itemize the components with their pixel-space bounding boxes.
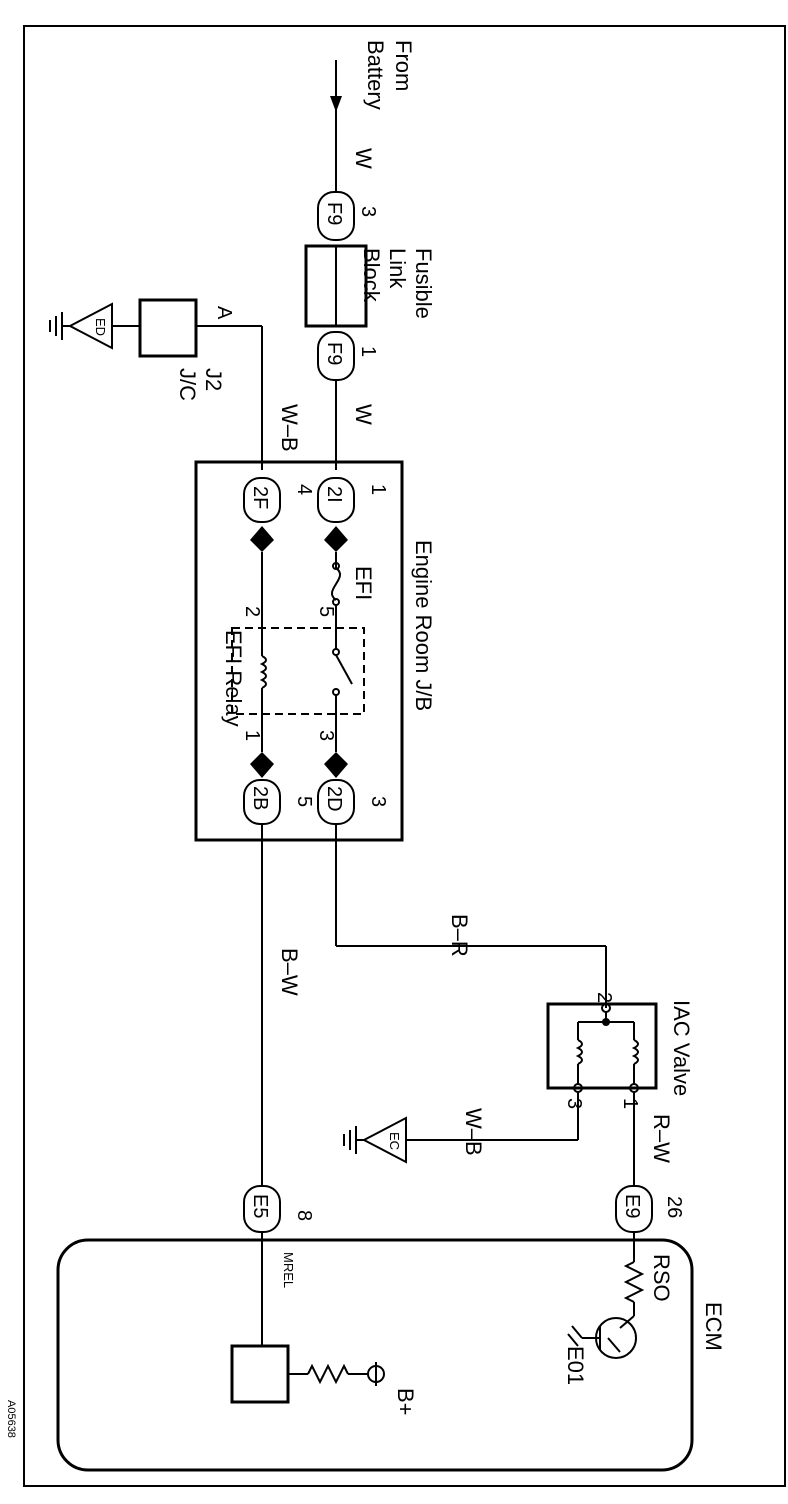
connector-2i-label: 2I: [323, 486, 345, 503]
transistor-icon: [595, 1317, 637, 1359]
chevron-2d-icon: [324, 752, 348, 778]
connector-2i: [317, 477, 355, 523]
junction-sub: J/C: [175, 368, 200, 401]
relay-coil-icon: [259, 655, 267, 689]
connector-e5-label: E5: [249, 1194, 271, 1218]
relay-pin-5: 5: [315, 606, 337, 617]
pin-f9-3: 3: [357, 206, 379, 217]
connector-2f: [243, 477, 281, 523]
wire-label-battery: W: [351, 148, 376, 169]
relay-switch-icon: [335, 654, 353, 685]
engine-room-jb: [194, 460, 404, 842]
wire-label-iac-ground: W–B: [461, 1108, 486, 1156]
pin-2d: 3: [367, 796, 389, 807]
chevron-2b-icon: [250, 752, 274, 778]
chevron-2i-icon: [324, 526, 348, 552]
connector-2d-label: 2D: [323, 786, 345, 812]
ecm-bplus-resistor-icon: [307, 1363, 349, 1385]
pin-2b: 5: [293, 796, 315, 807]
efi-fuse-label: EFI: [351, 566, 376, 600]
figure-id: A05638: [5, 1400, 17, 1438]
source-line2: Battery: [363, 40, 388, 110]
ground-ec-label: EC: [387, 1132, 402, 1150]
bplus-label: B+: [393, 1388, 418, 1416]
relay-pin-1: 1: [241, 730, 263, 741]
e01-label: E01: [563, 1346, 588, 1385]
wire-label-b-r: B–R: [447, 914, 472, 957]
ecm-relay-driver: [230, 1344, 290, 1404]
mrel-label: MREL: [281, 1252, 296, 1288]
fusible-link-line1: Fusible: [411, 248, 436, 319]
pin-e5: 8: [293, 1210, 315, 1221]
efi-fuse-icon: [330, 567, 342, 601]
pin-2f: 4: [293, 484, 315, 495]
jb-title: Engine Room J/B: [411, 540, 436, 711]
relay-label: EFI Relay: [221, 630, 246, 727]
diagram-frame: [23, 25, 786, 1487]
iac-valve: [546, 1002, 658, 1090]
iac-pin-2: 2: [593, 992, 615, 1003]
connector-f9-out-label: F9: [323, 342, 345, 365]
ecm-label: ECM: [701, 1302, 726, 1351]
junction-pin-a: A: [213, 306, 235, 320]
pin-f9-1: 1: [357, 346, 379, 357]
iac-pin-3: 3: [563, 1098, 585, 1109]
source-line1: From: [391, 40, 416, 91]
ground-ec-icon: [361, 1116, 407, 1164]
connector-2f-label: 2F: [249, 486, 271, 509]
relay-pin-3: 3: [315, 730, 337, 741]
pin-2i: 1: [367, 484, 389, 495]
fusible-link-line3: Block: [359, 248, 384, 303]
connector-2b-label: 2B: [249, 786, 271, 810]
junction-name: J2: [201, 368, 226, 391]
iac-pin-1: 1: [619, 1098, 641, 1109]
pin-e9: 26: [663, 1196, 685, 1218]
iac-coil-1-icon: [575, 1039, 583, 1065]
wire-label-r-w: R–W: [649, 1114, 674, 1163]
fusible-link-line2: Link: [385, 248, 410, 289]
rso-resistor-icon: [623, 1261, 645, 1303]
connector-f9-in: [317, 191, 355, 241]
wire-label-jc: W–B: [277, 404, 302, 452]
relay-pin-2: 2: [241, 606, 263, 617]
rso-label: RSO: [649, 1254, 674, 1302]
efi-relay: [231, 627, 365, 715]
junction-j2: [138, 298, 198, 358]
wire-label-fusible-out: W: [351, 404, 376, 425]
connector-e9-label: E9: [621, 1194, 643, 1218]
ecm: [56, 1238, 694, 1472]
iac-label: IAC Valve: [669, 1000, 694, 1096]
wire-label-b-w: B–W: [277, 948, 302, 996]
ground-ed-icon: [67, 302, 113, 350]
iac-coil-2-icon: [631, 1039, 639, 1065]
connector-f9-in-label: F9: [323, 202, 345, 225]
battery-arrow-icon: [330, 96, 342, 112]
chevron-2f-icon: [250, 526, 274, 552]
ground-ed-label: ED: [93, 318, 108, 336]
